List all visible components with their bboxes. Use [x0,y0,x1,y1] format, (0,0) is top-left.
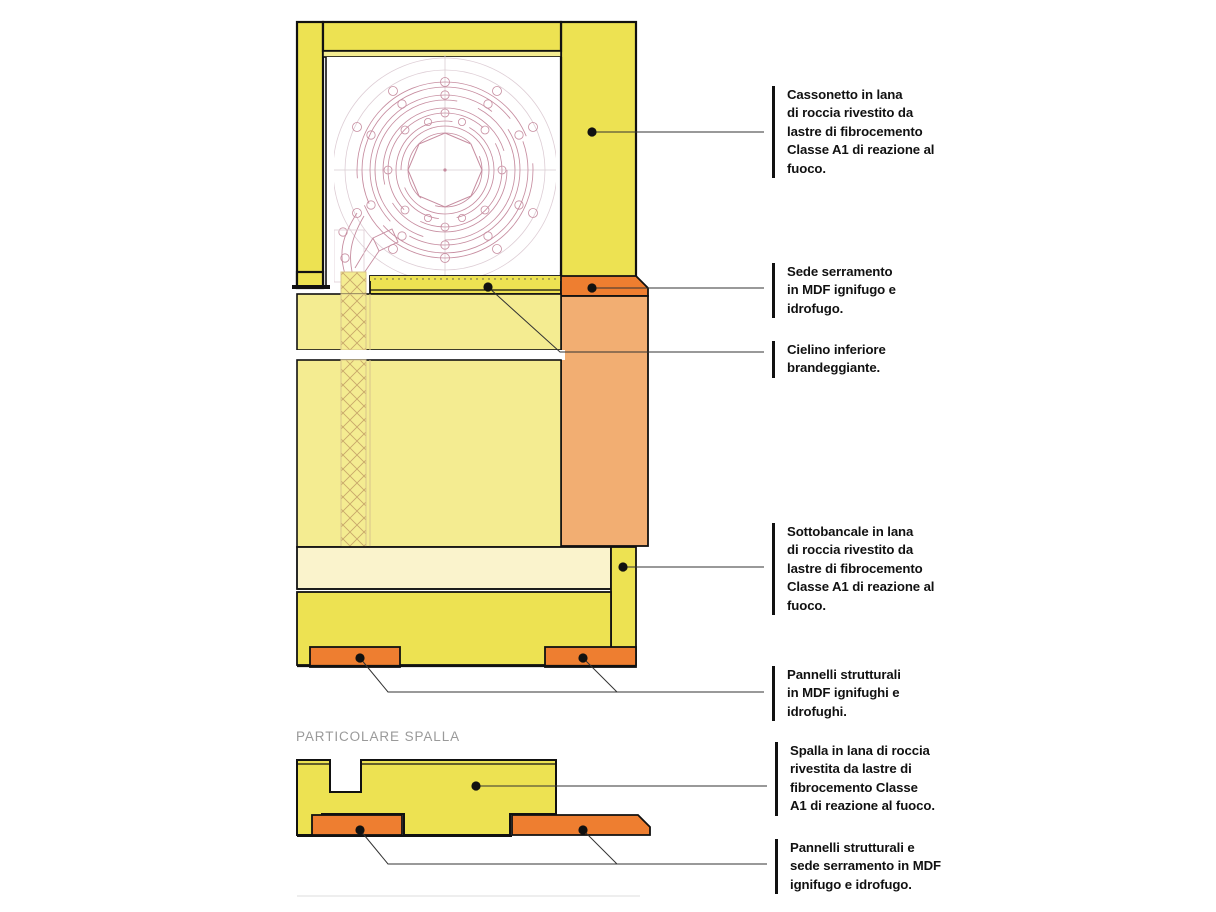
structural-mdf-panels-main [297,646,637,668]
cassonetto-assembly [295,20,638,287]
sottobancale-cream-band [296,546,612,590]
wall-upper-band-body [296,293,562,351]
marker-sottobancale [618,562,628,572]
wall-main-crosshatch [340,359,367,548]
callout-sede-serramento: Sede serramento in MDF ignifugo e idrofu… [772,263,896,319]
marker-cielino [483,282,493,292]
marker-pannelli-sede-right [578,825,588,835]
section-break-gap [295,350,565,360]
sede-serramento-block [560,275,649,547]
left-return-detail [292,270,330,290]
leader-cielino [487,286,764,353]
cielino-inferiore-panel [369,275,562,295]
cassonetto-top-lining [322,50,562,58]
marker-pannelli-left [355,653,365,663]
cassonetto-left-jamb [295,20,325,287]
section-title-particolare-spalla: PARTICOLARE SPALLA [296,729,461,744]
cassonetto-right-jamb [559,20,638,287]
wall-upper-band [296,293,562,351]
wall-main-body [296,359,562,548]
mdf-panel-right [544,646,637,668]
callout-sottobancale: Sottobancale in lana di roccia rivestito… [772,523,934,616]
cassonetto-cavity [326,57,561,272]
sede-serramento-body [560,295,649,547]
main-section-drawing [292,20,649,668]
marker-pannelli-sede-left [355,825,365,835]
marker-sede-serramento [587,283,597,293]
callout-cassonetto: Cassonetto in lana di roccia rivestito d… [772,86,934,179]
mdf-panel-left [309,646,401,668]
marker-pannelli-right [578,653,588,663]
cielino-panel-texture [370,276,561,281]
sede-serramento-top [560,275,649,297]
callout-pannelli-sede-serramento: Pannelli strutturali e sede serramento i… [775,839,941,895]
callout-marker-dots [355,127,628,835]
wall-main-body-fill [296,359,562,548]
callout-leader-lines [359,131,767,865]
spalla-detail-drawing [296,759,651,897]
callout-pannelli-strutturali: Pannelli strutturali in MDF ignifughi e … [772,666,901,722]
leader-pannelli-sede-left [359,829,767,865]
marker-cassonetto [587,127,597,137]
marker-spalla [471,781,481,791]
spalla-mdf-panel-right [511,814,651,836]
callout-cielino-inferiore: Cielino inferiore brandeggiante. [772,341,886,378]
wall-upper-band-crosshatch [340,293,367,351]
cassonetto-top-lid [321,20,563,53]
callout-spalla: Spalla in lana di roccia rivestita da la… [775,742,935,816]
leader-pannelli-right [582,657,618,693]
leader-pannelli-left [359,657,764,693]
rolled-shutter-coil [334,55,556,287]
leader-pannelli-sede-right [582,829,618,865]
